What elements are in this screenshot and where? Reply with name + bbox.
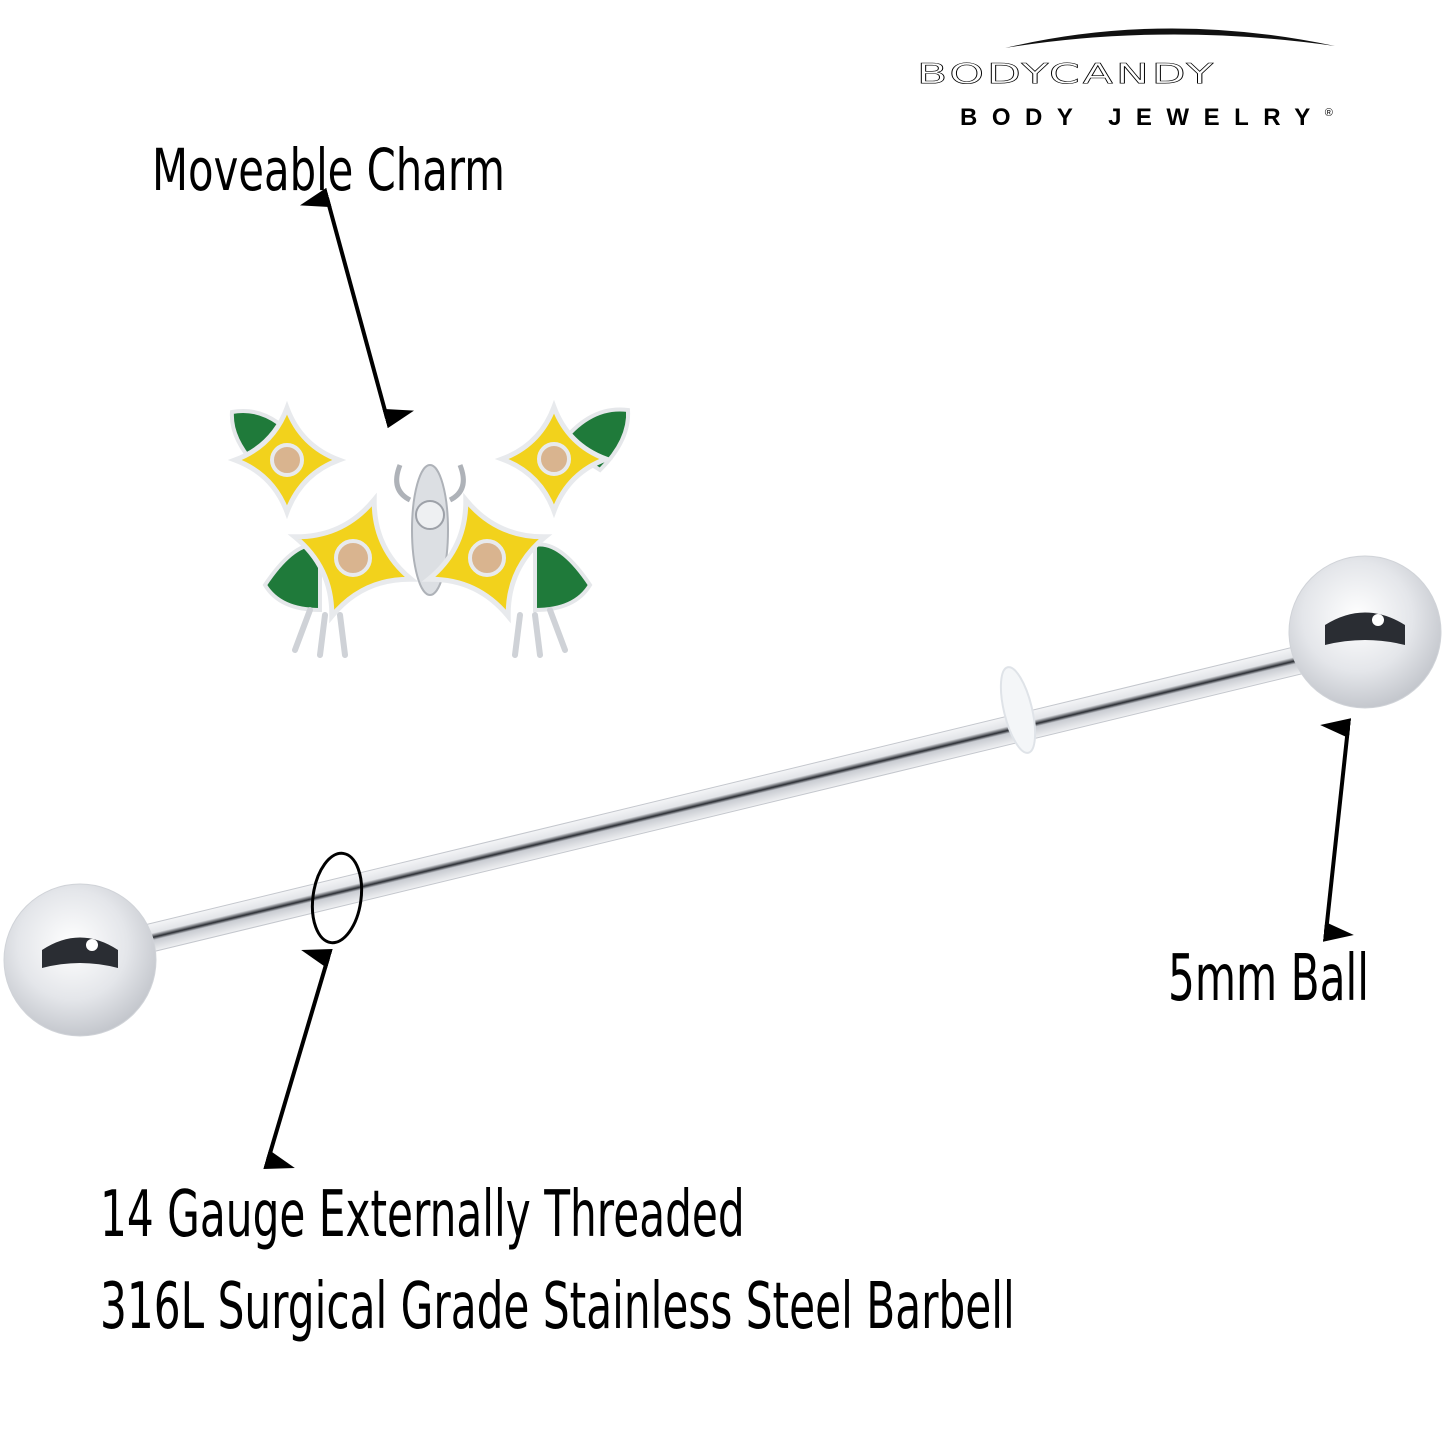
- brand-logo: BODYCANDY BODY JEWELRY®: [915, 18, 1435, 138]
- gauge-label-line1: 14 Gauge Externally Threaded: [100, 1178, 745, 1252]
- ball-size-label: 5mm Ball: [1168, 942, 1369, 1016]
- gauge-arrow-icon: [263, 948, 333, 1170]
- gauge-label-line2: 316L Surgical Grade Stainless Steel Barb…: [100, 1270, 1015, 1344]
- flower-bottom-left: [287, 492, 419, 624]
- brand-name: BODYCANDY: [917, 58, 1217, 90]
- charm-arrow-icon: [299, 187, 415, 429]
- flower-bottom-right: [421, 492, 553, 624]
- left-ball: [3, 883, 157, 1037]
- logo-arc-icon: [1005, 28, 1335, 48]
- o-ring: [999, 666, 1037, 754]
- ball-arrow-icon: [1320, 718, 1354, 942]
- gauge-indicator-ring: [310, 851, 364, 945]
- barbell: [3, 555, 1442, 1037]
- charm-label: Moveable Charm: [152, 136, 505, 204]
- brand-tagline: BODY JEWELRY®: [960, 104, 1333, 132]
- flower-top-left: [227, 400, 347, 520]
- flower-top-right: [494, 399, 614, 519]
- butterfly-flower-charm: [227, 399, 631, 658]
- registered-mark: ®: [1324, 107, 1333, 119]
- right-ball: [1288, 555, 1442, 709]
- brand-tagline-text: BODY JEWELRY: [960, 104, 1325, 131]
